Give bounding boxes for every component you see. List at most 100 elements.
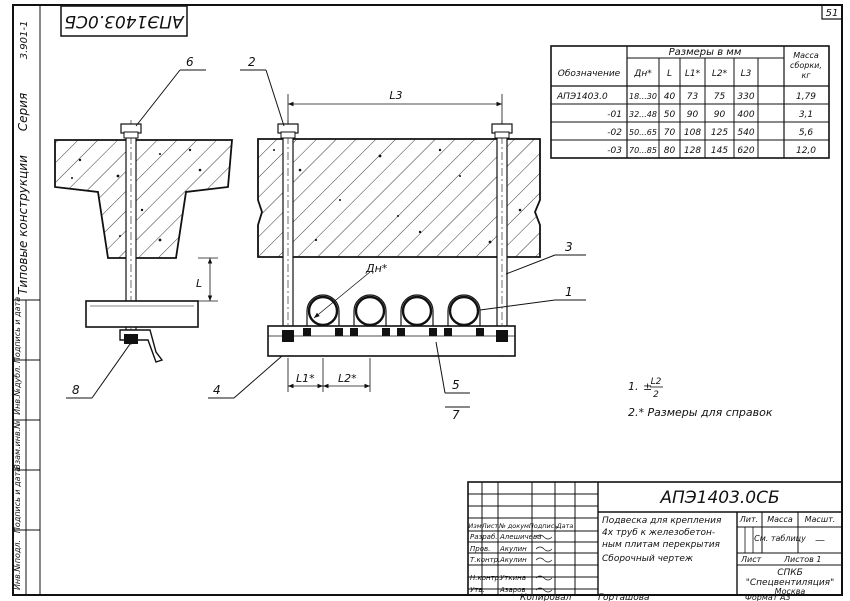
svg-text:32...48: 32...48: [629, 110, 657, 119]
svg-text:±: ±: [643, 380, 652, 393]
side-section-view: L: [54, 120, 233, 363]
svg-text:70: 70: [664, 128, 676, 138]
svg-text:620: 620: [737, 146, 754, 156]
note-2: 2.* Размеры для справок: [628, 406, 773, 419]
svg-text:Подвеска для крепления: Подвеска для крепления: [602, 516, 722, 526]
svg-text:Азаров: Азаров: [499, 586, 526, 594]
svg-text:"Спецвентиляция": "Спецвентиляция": [746, 578, 834, 588]
svg-text:Москва: Москва: [775, 587, 806, 596]
svg-text:Взам.инв.№: Взам.инв.№: [13, 420, 22, 469]
svg-text:18...30: 18...30: [629, 92, 657, 101]
spec-col-header: L3: [741, 69, 752, 79]
svg-text:Копировал: Копировал: [520, 593, 572, 601]
svg-text:73: 73: [687, 92, 699, 102]
svg-text:АПЭ1403.0: АПЭ1403.0: [556, 92, 608, 102]
dim-l3-label: L3: [389, 89, 402, 102]
svg-text:-02: -02: [607, 128, 622, 138]
svg-text:40: 40: [664, 92, 676, 102]
svg-text:Масса: Масса: [793, 51, 819, 60]
callout-4: 4: [213, 383, 221, 397]
svg-text:Инв.№подл.: Инв.№подл.: [13, 540, 22, 590]
svg-text:—: —: [815, 535, 825, 546]
signature-row: Т.контр.Акулин: [470, 556, 553, 564]
svg-text:90: 90: [714, 110, 726, 120]
svg-text:2: 2: [653, 390, 659, 400]
mass-value: См. таблицу: [754, 534, 806, 543]
callout-7: 7: [452, 408, 460, 422]
svg-text:1.: 1.: [628, 380, 639, 393]
spec-col-header: L: [667, 69, 672, 79]
signature-row: Разраб.Алешичева: [470, 533, 553, 541]
spec-header-group: Размеры в мм: [669, 47, 742, 58]
svg-text:Подпись и дата: Подпись и дата: [13, 297, 22, 363]
svg-text:Лит.: Лит.: [739, 515, 758, 524]
svg-text:-01: -01: [607, 110, 622, 120]
svg-text:70...85: 70...85: [629, 146, 657, 155]
svg-text:Формат А3: Формат А3: [745, 593, 791, 601]
svg-text:50: 50: [664, 110, 676, 120]
callout-1: 1: [565, 285, 573, 299]
dim-l1-label: L1*: [296, 372, 315, 385]
spec-col-header: Дн*: [633, 69, 652, 79]
side-stamp-columns: Инв.№подл. Подпись и дата Взам.инв.№ Инв…: [13, 297, 40, 595]
svg-text:Акулин: Акулин: [499, 556, 527, 564]
dim-l2-label: L2*: [338, 372, 357, 385]
svg-text:1,79: 1,79: [796, 92, 816, 102]
svg-text:4х труб к железобетон-: 4х труб к железобетон-: [602, 528, 715, 538]
svg-text:Т.контр.: Т.контр.: [470, 556, 500, 564]
side-title: Типовые конструкции: [16, 155, 30, 295]
svg-text:540: 540: [737, 128, 754, 138]
svg-text:№ докум.: № докум.: [498, 522, 531, 530]
svg-text:Утв.: Утв.: [470, 586, 485, 594]
svg-text:Инв.№дубл.: Инв.№дубл.: [13, 365, 22, 415]
svg-text:Разраб.: Разраб.: [470, 533, 498, 541]
callout-8: 8: [72, 383, 80, 397]
spec-row: -02 50...65 70 108 125 540 5,6: [607, 128, 813, 138]
svg-text:Дата: Дата: [556, 522, 574, 530]
svg-text:СПКБ: СПКБ: [777, 568, 803, 578]
svg-text:50...65: 50...65: [629, 128, 657, 137]
svg-text:Масшт.: Масшт.: [805, 515, 836, 524]
svg-text:90: 90: [687, 110, 699, 120]
dim-dn-label: Дн*: [365, 262, 388, 275]
svg-text:кг: кг: [801, 71, 811, 80]
svg-text:145: 145: [711, 146, 728, 156]
copied-name: Горташова: [598, 593, 650, 601]
front-assembly-view: L3: [257, 89, 541, 392]
svg-text:5,6: 5,6: [799, 128, 814, 138]
svg-text:-03: -03: [607, 146, 622, 156]
spec-table: Обозначение Размеры в мм Масса сборки, к…: [550, 45, 830, 159]
signature-row: Утв. Азаров: [470, 586, 553, 594]
svg-text:L2: L2: [651, 377, 662, 387]
svg-text:400: 400: [737, 110, 754, 120]
svg-text:80: 80: [664, 146, 676, 156]
spec-header-designation: Обозначение: [558, 69, 621, 79]
svg-text:Пров.: Пров.: [470, 545, 490, 553]
signature-row: Пров. Акулин: [470, 545, 553, 553]
side-series-value: 3.901-1: [19, 21, 30, 60]
svg-text:128: 128: [684, 146, 701, 156]
notes: 1. ± L2 2 2.* Размеры для справок: [628, 377, 773, 419]
drawing-type: Сборочный чертеж: [602, 554, 694, 564]
top-stamp-code: АПЭ1403.0СБ: [64, 11, 184, 31]
dim-l-label: L: [196, 277, 202, 290]
svg-text:Н.контр.: Н.контр.: [470, 574, 501, 582]
svg-text:Лист: Лист: [481, 522, 499, 530]
callout-6: 6: [186, 55, 194, 69]
svg-text:75: 75: [714, 92, 726, 102]
signature-row: Н.контр.Уткина: [470, 574, 553, 582]
side-series-label: Серия: [16, 93, 30, 131]
svg-text:108: 108: [684, 128, 701, 138]
svg-text:ным плитам перекрытия: ным плитам перекрытия: [602, 540, 721, 550]
svg-text:Уткина: Уткина: [500, 574, 526, 582]
svg-text:сборки,: сборки,: [790, 61, 822, 70]
spec-col-header: L2*: [712, 69, 728, 79]
svg-text:Акулин: Акулин: [499, 545, 527, 553]
callout-2: 2: [248, 55, 256, 69]
svg-text:125: 125: [711, 128, 728, 138]
